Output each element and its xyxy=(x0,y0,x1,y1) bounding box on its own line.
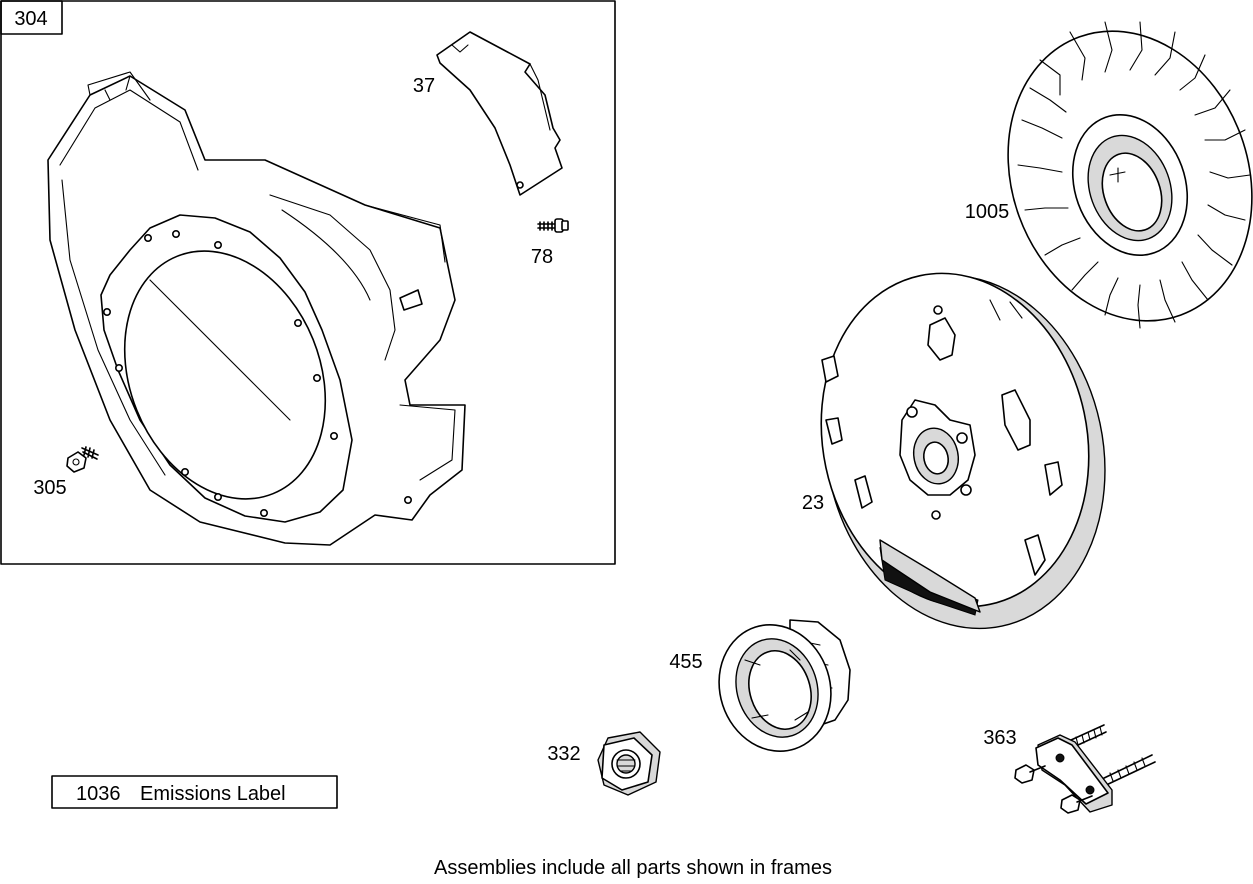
callout-1005: 1005 xyxy=(965,201,1010,223)
emissions-label-text: Emissions Label xyxy=(140,783,286,805)
callout-78: 78 xyxy=(531,246,553,268)
callout-37: 37 xyxy=(413,75,435,97)
emissions-label-number: 1036 xyxy=(76,783,121,805)
frame-label-304: 304 xyxy=(14,8,47,30)
footer-note: Assemblies include all parts shown in fr… xyxy=(434,857,832,879)
fan-drawing[interactable] xyxy=(968,0,1253,355)
shroud-guard-drawing[interactable] xyxy=(436,31,563,196)
flywheel-puller-drawing[interactable] xyxy=(1014,724,1156,814)
starter-cup-drawing[interactable] xyxy=(703,610,851,766)
blower-housing-drawing[interactable] xyxy=(47,71,466,546)
nut-drawing[interactable] xyxy=(597,731,661,796)
callout-332: 332 xyxy=(547,743,580,765)
assembly-frame-304: 304 xyxy=(0,0,616,565)
emissions-label-box: 1036 Emissions Label xyxy=(51,775,338,809)
screw-78-drawing[interactable] xyxy=(537,218,569,233)
callout-23: 23 xyxy=(802,492,824,514)
flywheel-drawing[interactable] xyxy=(791,248,1137,655)
callout-305: 305 xyxy=(33,477,66,499)
screw-305-drawing[interactable] xyxy=(66,446,99,473)
flywheel-slots xyxy=(821,317,1063,576)
callout-455: 455 xyxy=(669,651,702,673)
callout-363: 363 xyxy=(983,727,1016,749)
mounting-holes xyxy=(103,230,412,517)
